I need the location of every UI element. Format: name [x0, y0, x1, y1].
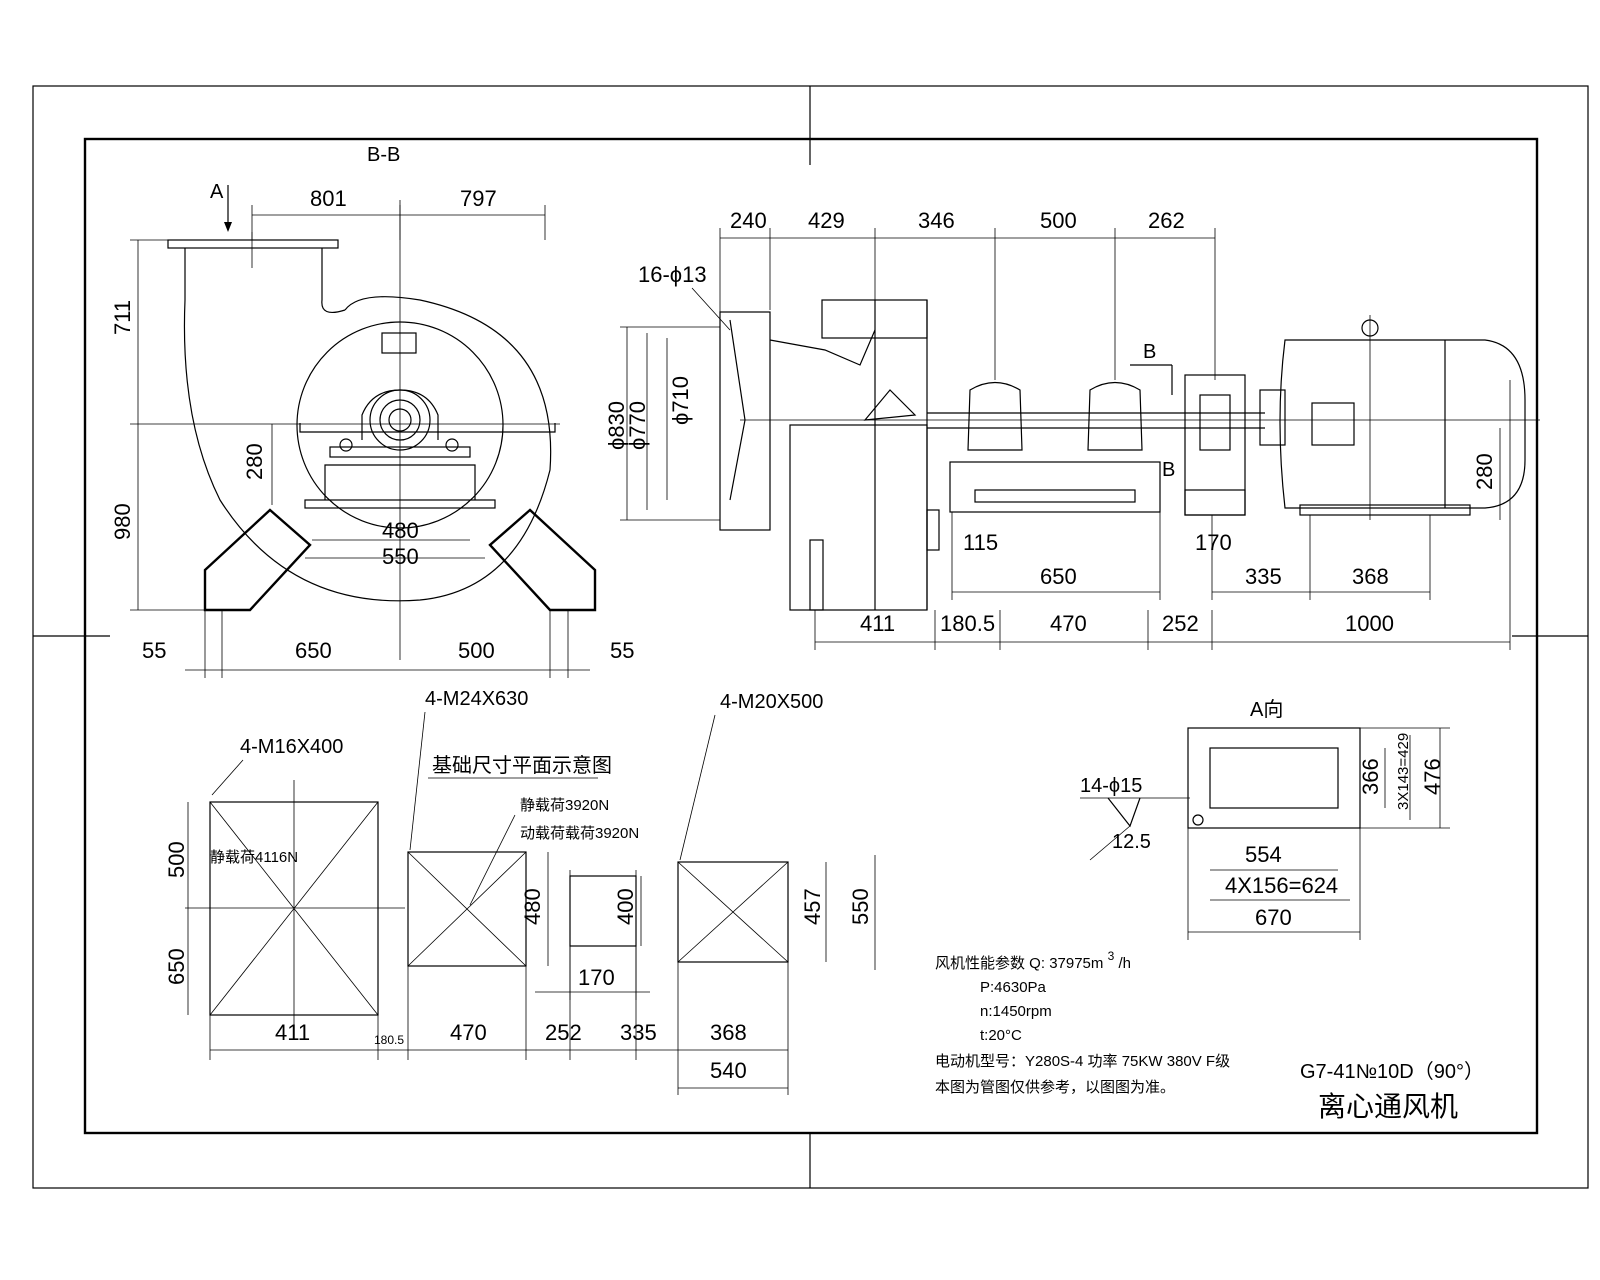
dim-550: 550 — [382, 544, 419, 569]
adim-4x156: 4X156=624 — [1225, 873, 1338, 898]
dim-368-main: 368 — [1352, 564, 1389, 589]
bolt-m20: 4-M20X500 — [720, 691, 823, 713]
dim-262: 262 — [1148, 208, 1185, 233]
svg-text:风机性能参数 Q: 37975m 3: 风机性能参数 Q: 37975m 3 /h — [935, 947, 1131, 972]
foundation-plan: 4-M16X400 4-M24X630 4-M20X500 基础尺寸平面示意图 … — [164, 688, 876, 1095]
spec-q-sup: 3 — [1108, 949, 1115, 963]
dim-411-main: 411 — [860, 611, 895, 636]
adim-366: 366 — [1358, 758, 1383, 795]
fdim-480: 480 — [520, 888, 545, 925]
dim-115: 115 — [963, 530, 998, 555]
drawing-frame — [32, 85, 1589, 1189]
section-mark-b-bottom: B — [1162, 459, 1175, 481]
bolt-m16: 4-M16X400 — [240, 736, 343, 758]
section-label-bb: B-B — [367, 144, 400, 166]
dim-335-main: 335 — [1245, 564, 1282, 589]
static-load-a: 静载荷3920N — [520, 797, 609, 814]
adim-476: 476 — [1420, 758, 1445, 795]
dim-1000: 1000 — [1345, 611, 1394, 636]
adim-3x143: 3X143=429 — [1395, 733, 1412, 810]
a-direction-view: A向 366 3X143=429 476 14-ϕ15 12.5 554 4X1… — [1080, 698, 1450, 940]
view-arrow-a-label: A — [210, 181, 224, 203]
dim-55-left: 55 — [142, 638, 166, 663]
dynamic-load: 动载荷载荷3920N — [520, 825, 639, 842]
dim-180-5-main: 180.5 — [940, 611, 995, 636]
model-number: G7-41№10D（90°） — [1300, 1060, 1484, 1083]
fdim-550: 550 — [848, 888, 873, 925]
side-view: B-B A 801 797 — [110, 144, 634, 678]
a-view-holes: 14-ϕ15 — [1080, 775, 1142, 797]
spec-q-prefix: 风机性能参数 Q: — [935, 955, 1045, 972]
fdim-470: 470 — [450, 1020, 487, 1045]
spec-temp: t:20°C — [980, 1027, 1022, 1044]
spec-q-value: 37975m — [1049, 955, 1103, 972]
fdim-411: 411 — [275, 1020, 310, 1045]
main-view: 16-ϕ13 240 429 346 500 262 ϕ830 ϕ770 ϕ71… — [604, 208, 1540, 650]
dia-830: ϕ830 — [604, 401, 629, 450]
section-mark-b-top: B — [1143, 341, 1156, 363]
drawing-title: 离心通风机 — [1318, 1090, 1458, 1123]
fdim-335: 335 — [620, 1020, 657, 1045]
dim-650-main: 650 — [1040, 564, 1077, 589]
adim-670: 670 — [1255, 905, 1292, 930]
dim-480: 480 — [382, 518, 419, 543]
spec-pressure: P:4630Pa — [980, 979, 1047, 996]
fdim-650: 650 — [164, 948, 189, 985]
title-block: G7-41№10D（90°） 离心通风机 — [1300, 1060, 1484, 1123]
dia-770: ϕ770 — [625, 401, 650, 450]
roughness-value: 12.5 — [1112, 831, 1151, 853]
spec-note: 本图为管图仅供参考，以图图为准。 — [935, 1079, 1175, 1096]
fdim-400: 400 — [613, 888, 638, 925]
foundation-title: 基础尺寸平面示意图 — [432, 754, 612, 777]
dim-500-side: 500 — [458, 638, 495, 663]
a-view-label: A向 — [1250, 698, 1283, 721]
dim-711: 711 — [110, 300, 135, 335]
fdim-540: 540 — [710, 1058, 747, 1083]
dim-801: 801 — [310, 186, 347, 211]
dim-280-motor: 280 — [1472, 453, 1497, 490]
dim-252-main: 252 — [1162, 611, 1199, 636]
dim-650-side: 650 — [295, 638, 332, 663]
fdim-252: 252 — [545, 1020, 582, 1045]
adim-554: 554 — [1245, 842, 1282, 867]
dim-470-main: 470 — [1050, 611, 1087, 636]
holes-16-d13: 16-ϕ13 — [638, 262, 707, 287]
dim-55-right: 55 — [610, 638, 634, 663]
spec-speed: n:1450rpm — [980, 1003, 1052, 1020]
fan-specs: 风机性能参数 Q: 37975m 3 /h P:4630Pa n:1450rpm… — [935, 947, 1230, 1096]
dim-346: 346 — [918, 208, 955, 233]
fdim-457: 457 — [800, 888, 825, 925]
dim-500-main: 500 — [1040, 208, 1077, 233]
dim-170-main: 170 — [1195, 530, 1232, 555]
spec-motor: 电动机型号：Y280S-4 功率 75KW 380V F级 — [935, 1053, 1230, 1070]
fdim-500: 500 — [164, 841, 189, 878]
dim-240: 240 — [730, 208, 767, 233]
dia-710: ϕ710 — [668, 376, 693, 425]
dim-280-side: 280 — [242, 443, 267, 480]
dim-429: 429 — [808, 208, 845, 233]
dim-797: 797 — [460, 186, 497, 211]
fdim-170: 170 — [578, 965, 615, 990]
fdim-368: 368 — [710, 1020, 747, 1045]
spec-q-unit: /h — [1118, 955, 1131, 972]
fdim-180-5: 180.5 — [374, 1033, 404, 1047]
dim-980: 980 — [110, 503, 135, 540]
bolt-m24: 4-M24X630 — [425, 688, 528, 710]
